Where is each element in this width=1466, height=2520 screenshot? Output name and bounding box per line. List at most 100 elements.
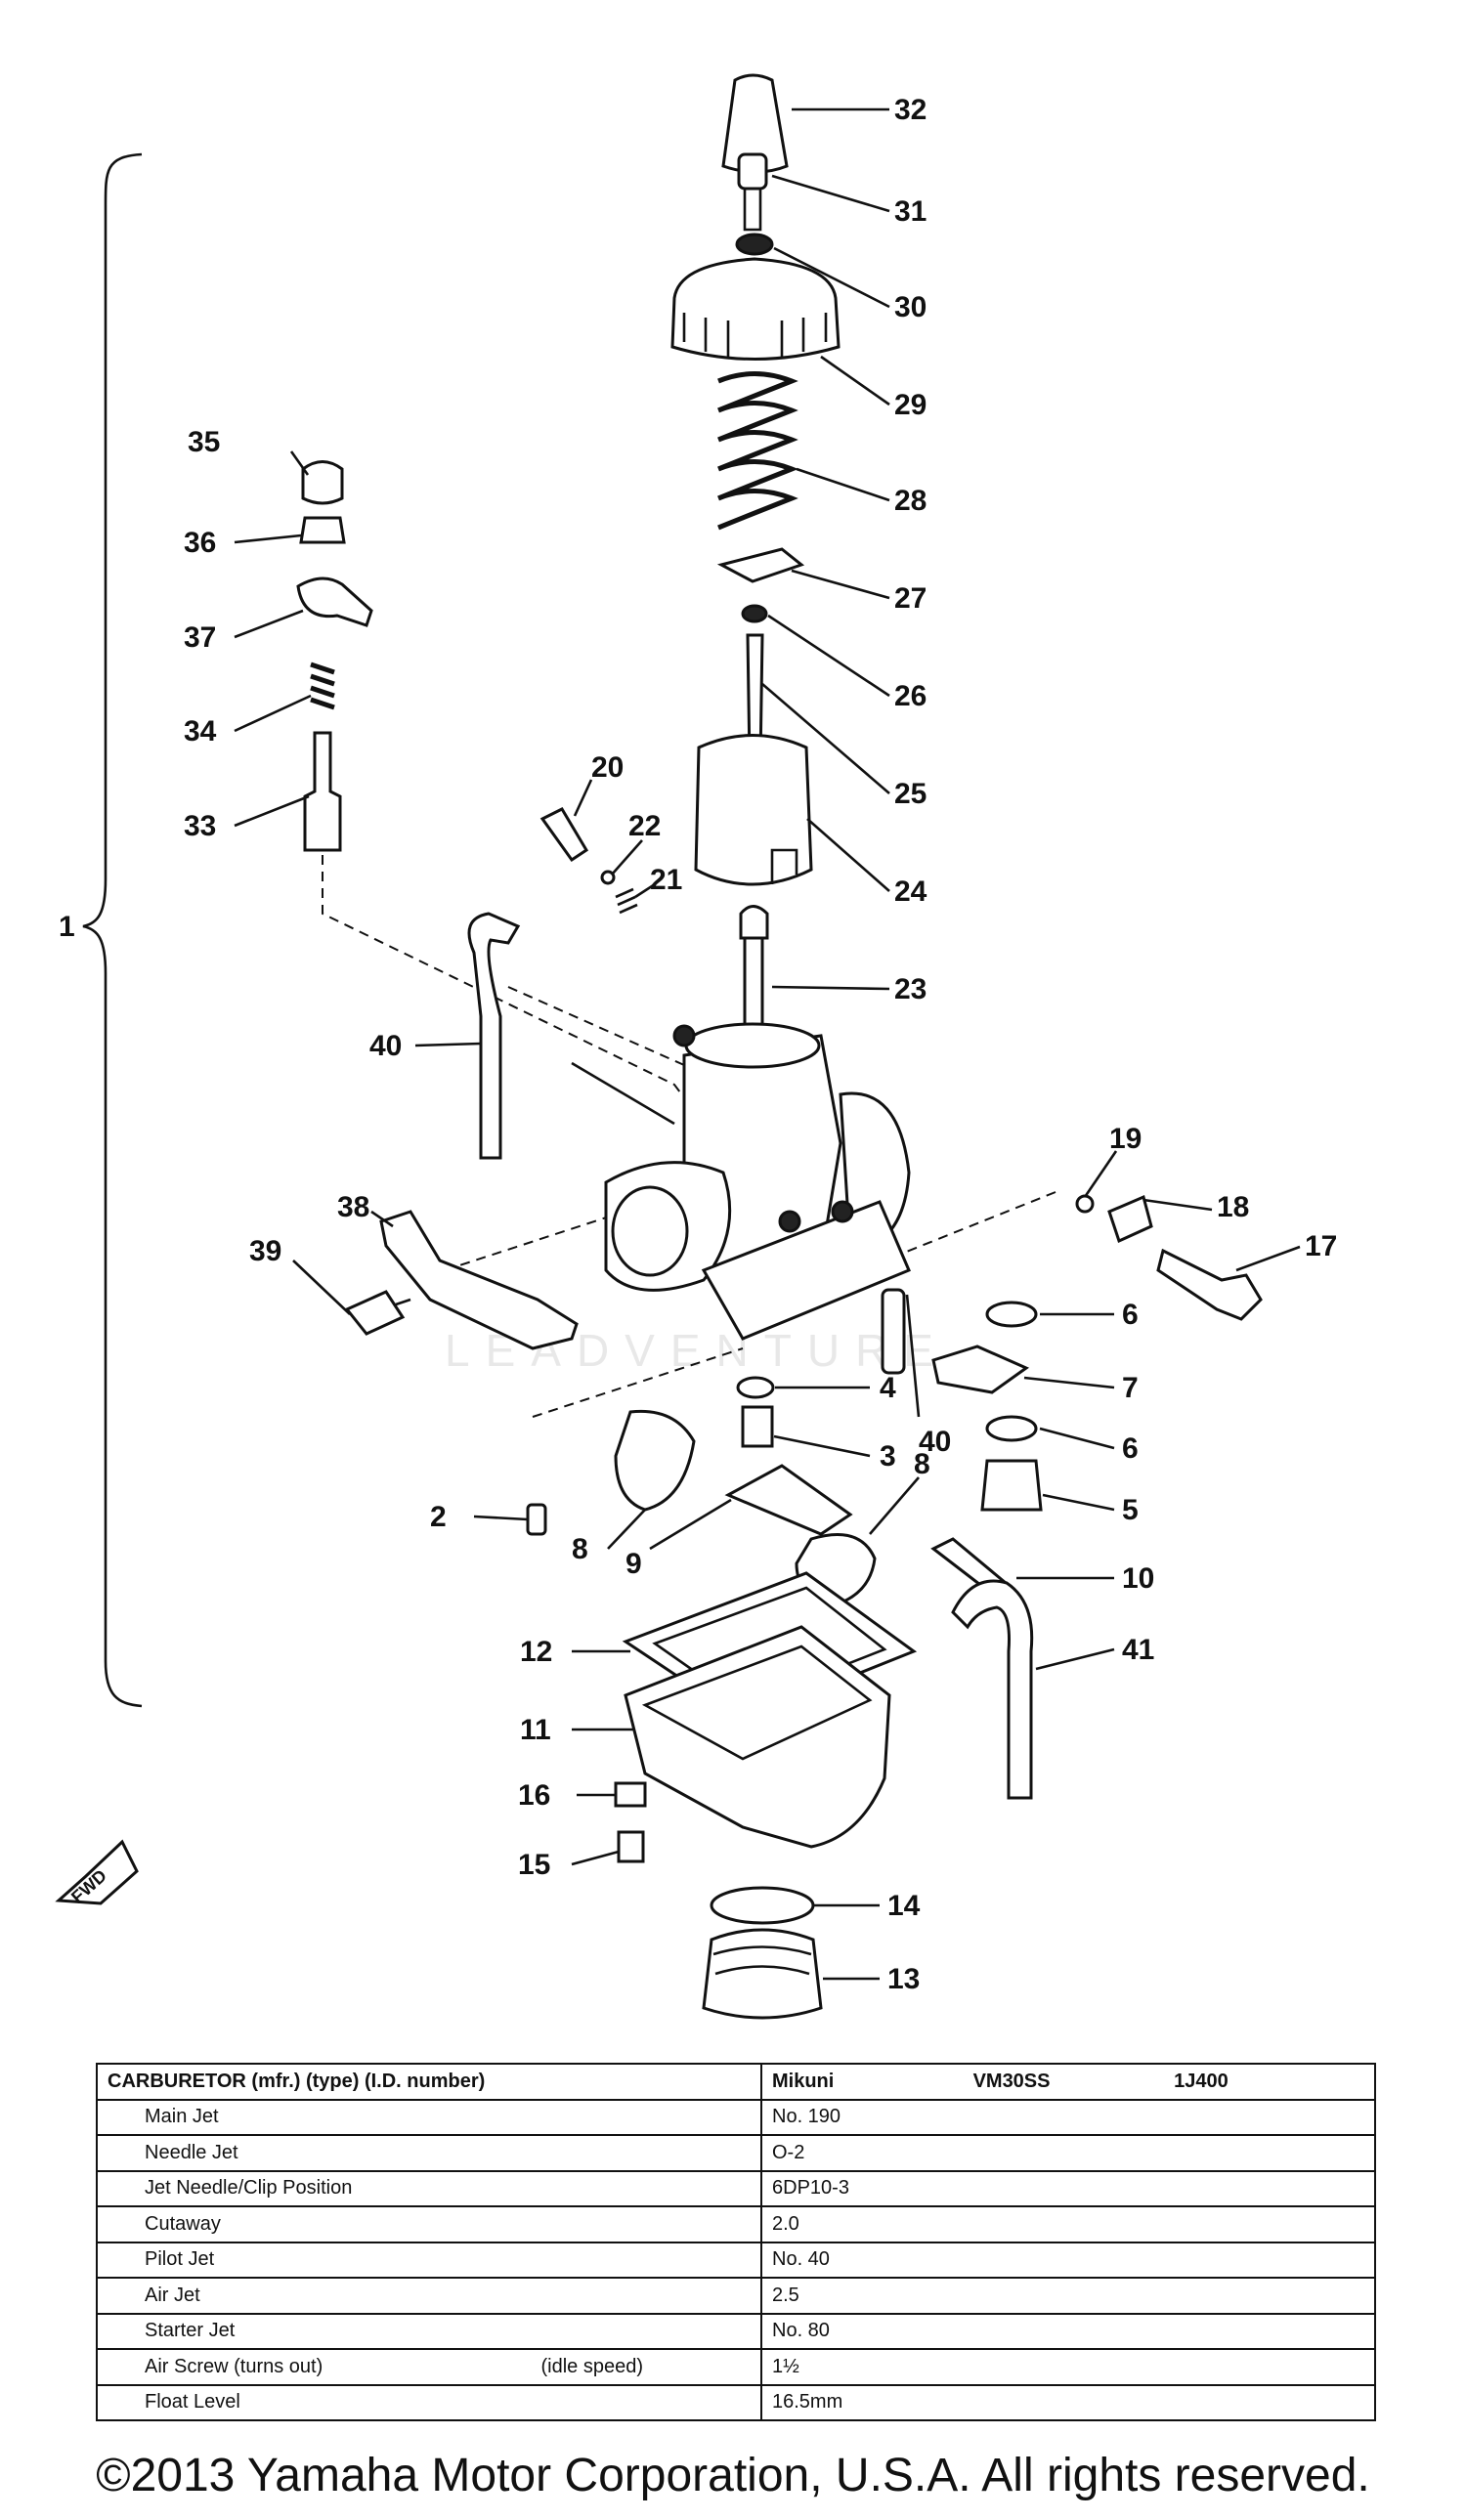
spec-label: Air Jet <box>96 2277 762 2315</box>
part-33-plunger <box>303 731 342 852</box>
part-16-screw <box>614 1781 647 1808</box>
callout-40a: 40 <box>369 1030 402 1062</box>
part-4-washer <box>736 1376 775 1399</box>
table-row: Main Jet No. 190 <box>96 2098 1376 2136</box>
spec-label: Jet Needle/Clip Position <box>96 2169 762 2207</box>
callout-28: 28 <box>894 485 927 517</box>
part-39-screw <box>344 1290 406 1336</box>
spec-mfr: Mikuni <box>772 2070 835 2092</box>
part-15-screw <box>617 1830 645 1863</box>
callout-36: 36 <box>184 527 216 559</box>
spec-label: Float Level <box>96 2383 762 2421</box>
spec-header-row: CARBURETOR (mfr.) (type) (I.D. number) M… <box>96 2063 1376 2101</box>
fwd-arrow-icon <box>55 1839 139 1905</box>
part-40-hose-upper <box>467 912 521 1160</box>
callout-27: 27 <box>894 582 927 615</box>
callout-11: 11 <box>520 1714 551 1746</box>
part-6-washer-bottom <box>985 1415 1038 1442</box>
part-37-lever-plate <box>296 577 373 627</box>
spec-label: Main Jet <box>96 2098 762 2136</box>
part-23-needle-jet <box>739 905 769 940</box>
callout-32: 32 <box>894 94 927 126</box>
callout-6a: 6 <box>1122 1299 1139 1331</box>
callout-25: 25 <box>894 778 927 810</box>
callout-26: 26 <box>894 680 927 712</box>
leader-lines <box>234 107 1301 1981</box>
part-19-washer <box>1075 1194 1095 1214</box>
callout-35: 35 <box>188 426 220 458</box>
spec-type: VM30SS <box>972 2070 1051 2092</box>
callout-33: 33 <box>184 810 216 842</box>
spec-value: 2.5 <box>760 2277 1376 2315</box>
spec-label: Needle Jet <box>96 2134 762 2172</box>
part-13-boot <box>702 1928 823 2020</box>
part-41-hose <box>951 1579 1034 1800</box>
callout-13: 13 <box>887 1963 920 1995</box>
spec-label: Starter Jet <box>96 2312 762 2350</box>
spec-header-values: Mikuni VM30SS 1J400 <box>760 2063 1376 2101</box>
spec-id: 1J400 <box>1174 2070 1229 2092</box>
part-20-pilot-screw <box>539 807 589 863</box>
callout-30: 30 <box>894 291 927 323</box>
part-35-choke-cap <box>301 460 344 505</box>
callout-2: 2 <box>430 1501 447 1533</box>
part-38-bracket <box>379 1210 579 1350</box>
part-21-spring <box>615 887 638 915</box>
guide-line-choke <box>322 855 719 1144</box>
table-row: Starter Jet No. 80 <box>96 2312 1376 2350</box>
part-17-idle-screw <box>1156 1248 1263 1321</box>
callout-15: 15 <box>518 1849 550 1881</box>
part-3-main-jet <box>741 1405 774 1448</box>
guide-line-bracket <box>444 1191 685 1271</box>
spec-value: 2.0 <box>760 2205 1376 2243</box>
part-18-spring <box>1107 1194 1153 1244</box>
callout-29: 29 <box>894 389 927 421</box>
spec-value: 16.5mm <box>760 2383 1376 2421</box>
callout-7: 7 <box>1122 1372 1139 1404</box>
table-row: Air Jet 2.5 <box>96 2277 1376 2315</box>
part-9-float-arm <box>724 1464 853 1536</box>
callout-21: 21 <box>650 864 682 896</box>
spec-value: O-2 <box>760 2134 1376 2172</box>
guide-line-hose <box>507 986 685 1066</box>
spec-label: Air Screw (turns out) <box>145 2355 323 2377</box>
carburetor-body <box>604 1022 911 1341</box>
table-row: Float Level 16.5mm <box>96 2383 1376 2421</box>
callout-38: 38 <box>337 1191 369 1223</box>
part-2-screw <box>526 1503 547 1536</box>
part-27-retainer <box>716 547 805 583</box>
callout-22: 22 <box>628 810 661 842</box>
part-5-valve-seat <box>980 1459 1043 1512</box>
carburetor-exploded-diagram: FWD <box>55 73 1337 2020</box>
callout-numbers: 1 2 3 4 5 6 6 7 8 8 9 10 11 12 13 14 15 … <box>59 94 1337 1995</box>
spec-label: Pilot Jet <box>96 2241 762 2279</box>
copyright-text: ©2013 Yamaha Motor Corporation, U.S.A. A… <box>96 2450 1370 2501</box>
callout-37: 37 <box>184 621 216 654</box>
callout-18: 18 <box>1217 1191 1249 1223</box>
callout-14: 14 <box>887 1890 921 1922</box>
spec-label-extra: (idle speed) <box>540 2355 643 2377</box>
callout-23: 23 <box>894 973 927 1005</box>
part-14-clamp <box>710 1886 815 1925</box>
part-36-choke-nut <box>299 516 346 544</box>
table-row: Jet Needle/Clip Position 6DP10-3 <box>96 2169 1376 2207</box>
part-29-chamber-top <box>670 257 841 361</box>
part-26-clip <box>741 604 768 623</box>
table-row: Cutaway 2.0 <box>96 2205 1376 2243</box>
part-7-plate <box>931 1345 1030 1394</box>
part-24-throttle-valve <box>694 734 813 886</box>
callout-4: 4 <box>880 1372 896 1404</box>
part-32-cap <box>721 73 789 174</box>
spec-value: 6DP10-3 <box>760 2169 1376 2207</box>
table-row: Needle Jet O-2 <box>96 2134 1376 2172</box>
carburetor-spec-table: CARBURETOR (mfr.) (type) (I.D. number) M… <box>96 2063 1376 2421</box>
spec-label-cell: Air Screw (turns out) (idle speed) <box>96 2348 762 2386</box>
callout-24: 24 <box>894 876 927 908</box>
callout-31: 31 <box>894 195 927 228</box>
part-6-washer-top <box>985 1301 1038 1328</box>
callout-3: 3 <box>880 1440 896 1473</box>
callout-19: 19 <box>1109 1123 1142 1155</box>
callout-1: 1 <box>59 911 75 943</box>
spec-value: No. 190 <box>760 2098 1376 2136</box>
callout-6b: 6 <box>1122 1432 1139 1465</box>
